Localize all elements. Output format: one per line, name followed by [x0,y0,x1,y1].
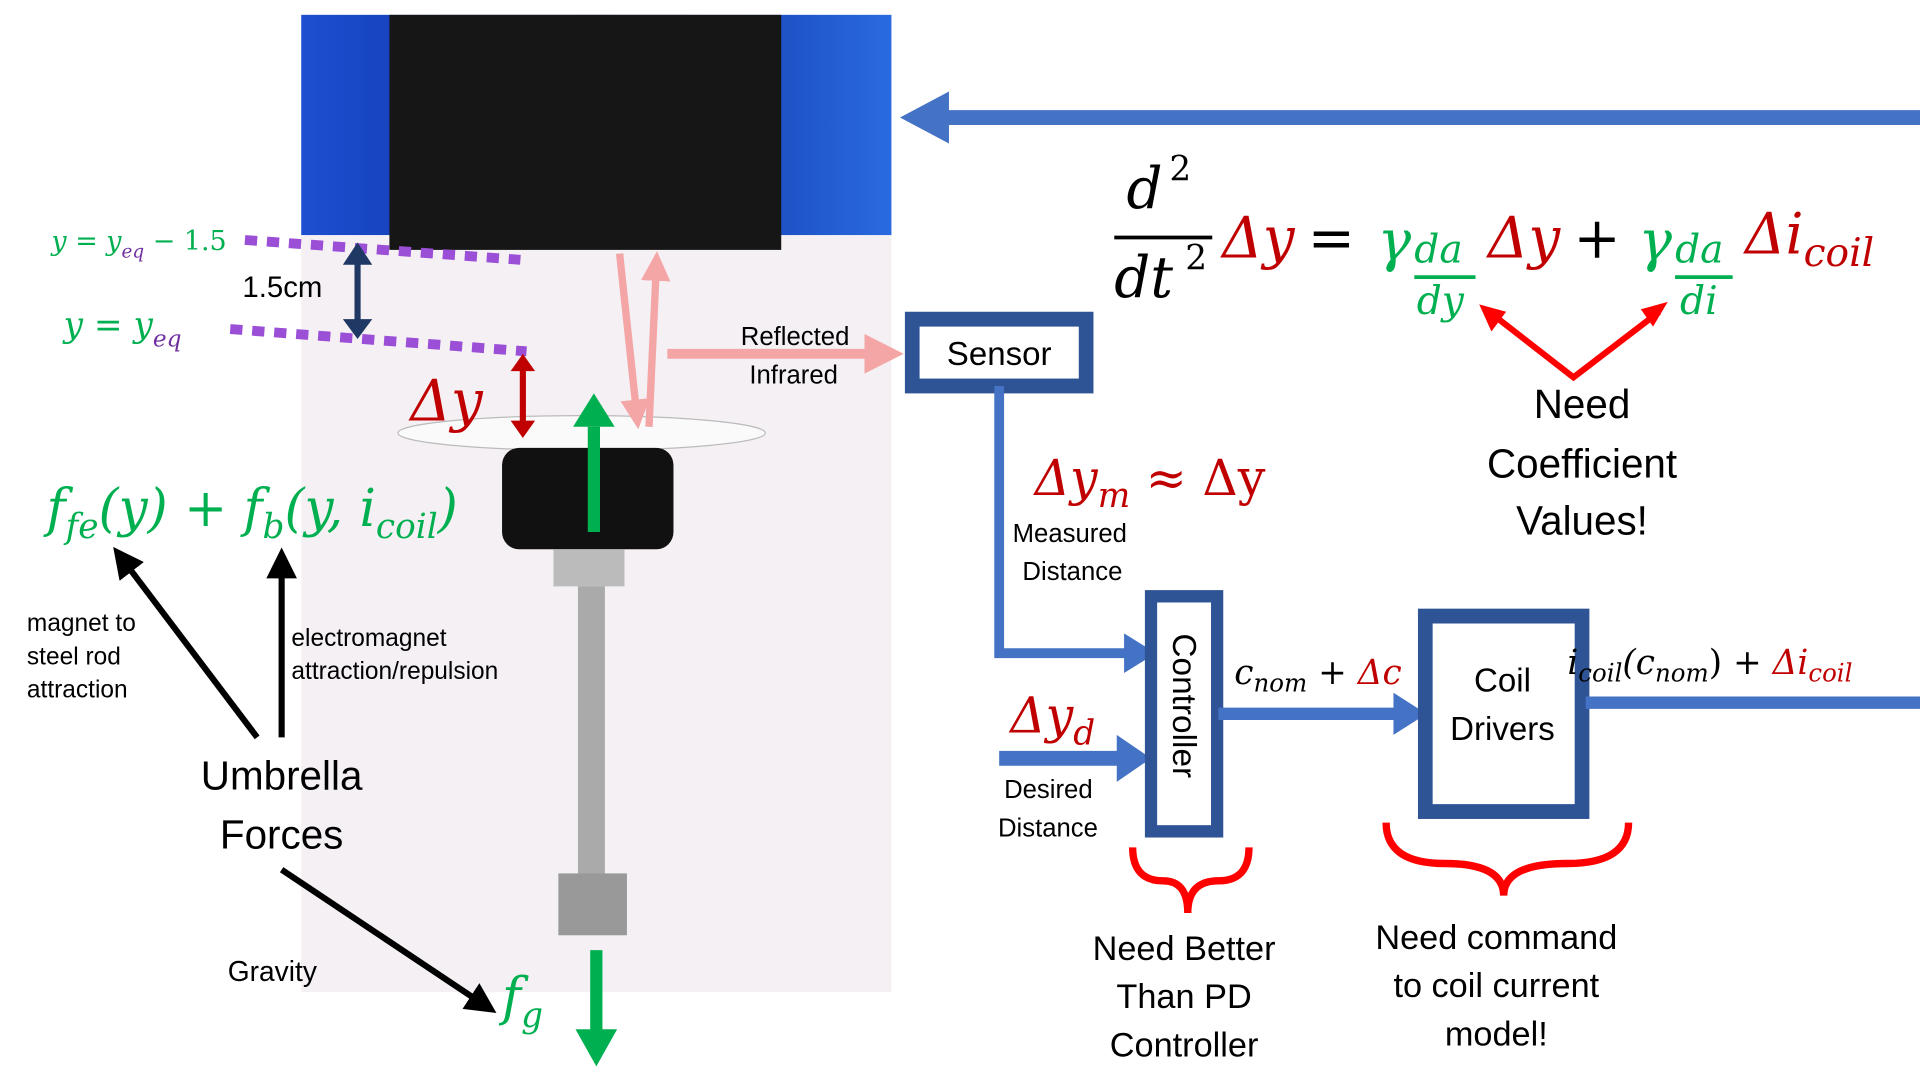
gravity-pointer-arrow [279,867,497,1014]
dynamics-equation: d 2 dt 2 Δy = γ da dy Δy + γ da di Δicoi… [1114,149,1874,324]
dym-label: Δym ≈ Δy [1033,449,1266,517]
svg-text:dy: dy [1417,278,1465,324]
need-model-note: Need command [1375,919,1617,957]
svg-text:Forces: Forces [220,811,343,857]
svg-text:dt: dt [1114,245,1173,311]
reflected-label: Reflected [741,323,850,351]
svg-text:to coil current: to coil current [1393,967,1599,1005]
y-eq-minus-line [244,235,521,265]
need-better-controller-note: Need Better [1093,930,1276,968]
magnet-arrow [113,546,260,740]
umbrella-label: Umbrella [201,752,363,798]
svg-text:Distance: Distance [1022,558,1122,586]
svg-text:di: di [1680,278,1718,324]
gravity-label: Gravity [228,955,318,987]
svg-text:Coefficient: Coefficient [1487,440,1677,486]
coil-current-label: icoil(cnom) + Δicoil [1567,643,1852,688]
magnet-label: magnet to [27,610,136,637]
svg-text:d: d [1127,156,1163,222]
photo [301,14,892,993]
svg-text:2: 2 [1185,239,1207,279]
svg-text:attraction: attraction [27,677,128,704]
dyd-label: Δyd [1008,686,1095,754]
y-eq-label: y = yeq [62,305,182,352]
svg-text:Controller: Controller [1110,1026,1259,1064]
electromagnet-coil [389,14,782,250]
gap-label: 1.5cm [242,271,322,304]
svg-text:γ: γ [1638,208,1672,274]
svg-text:Than PD: Than PD [1116,978,1251,1016]
svg-text:γ: γ [1378,208,1412,274]
coil-drivers-block [1417,608,1590,819]
svg-text:steel rod: steel rod [27,643,121,670]
delta-y-label: Δy [408,368,483,434]
coefficient-pointer [1492,309,1662,382]
svg-text:da: da [1414,226,1462,272]
sensor-label: Sensor [947,336,1052,373]
ir-up-arrow [640,251,671,427]
magnet [502,447,674,550]
y-eq-line [229,324,527,357]
threaded-rod [577,586,605,879]
controller-brace [1128,847,1253,914]
measured-distance-label: Measured [1013,520,1127,548]
svg-text:Δy: Δy [1220,205,1295,271]
ir-down-arrow [615,253,650,430]
svg-text:attraction/repulsion: attraction/repulsion [291,658,498,685]
force-equation: ffe(y) + fb(y, icoil) [43,479,458,548]
measured-arrow [994,385,1127,659]
infrared-label: Infrared [749,361,838,389]
svg-text:Δicoil: Δicoil [1743,201,1874,276]
electromagnet-label: electromagnet [291,625,446,652]
svg-text:model!: model! [1445,1015,1548,1053]
svg-text:2: 2 [1169,149,1191,189]
y-eq-minus-label: y = yeq − 1.5 [50,226,226,263]
svg-text:+: + [1573,205,1620,271]
svg-text:da: da [1675,226,1723,272]
svg-text:Values!: Values! [1516,497,1648,543]
svg-text:Distance: Distance [998,814,1098,842]
coil-drivers-label: Coil [1474,662,1531,699]
svg-text:Drivers: Drivers [1450,711,1555,748]
command-label: cnom + Δc [1234,653,1401,698]
desired-distance-label: Desired [1004,776,1093,804]
svg-text:Δy: Δy [1486,205,1561,271]
controller-block [1144,590,1224,838]
delta-y-arrow [510,353,536,438]
coil-drivers-brace [1382,822,1633,896]
svg-text:=: = [1308,205,1355,271]
need-coefficient-note: Need [1534,381,1631,427]
controller-label: Controller [1165,633,1202,778]
